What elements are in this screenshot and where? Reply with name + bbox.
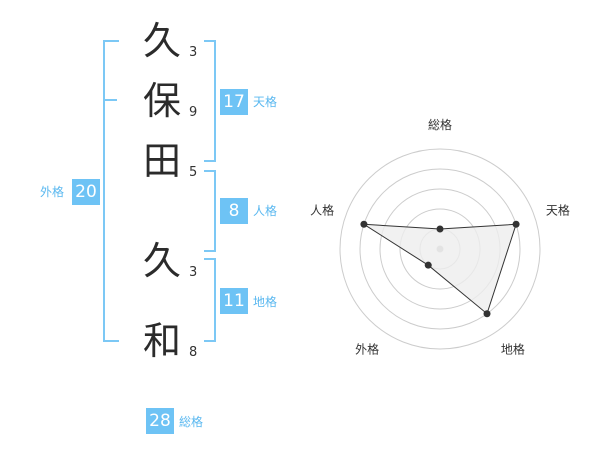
radar-axis-label-3: 外格 bbox=[355, 341, 379, 356]
name-char-3: 田 bbox=[143, 139, 182, 183]
radar-grid-ring bbox=[359, 168, 521, 330]
chikaku-label: 地格 bbox=[253, 295, 278, 309]
tenkaku-bracket bbox=[204, 40, 216, 162]
chikaku-bracket bbox=[204, 258, 216, 342]
gaikaku-bracket-tick bbox=[105, 99, 117, 101]
jinkaku-bracket bbox=[204, 170, 216, 252]
soukaku-value: 28 bbox=[146, 408, 174, 434]
name-char-1: 久 bbox=[143, 19, 182, 63]
name-char-2: 保 bbox=[143, 79, 182, 123]
radar-point-2 bbox=[483, 310, 491, 318]
name-char-5: 和 bbox=[143, 319, 182, 363]
jinkaku-value: 8 bbox=[220, 198, 248, 224]
tenkaku-value: 17 bbox=[220, 89, 248, 115]
radar-point-3 bbox=[424, 261, 432, 269]
radar-grid-ring bbox=[339, 148, 541, 350]
soukaku-label: 総格 bbox=[179, 415, 204, 429]
tenkaku-label: 天格 bbox=[253, 95, 278, 109]
radar-axis-label-1: 天格 bbox=[546, 203, 570, 218]
stroke-count-1: 3 bbox=[189, 45, 198, 60]
chikaku-value: 11 bbox=[220, 288, 248, 314]
radar-axis-label-0: 総格 bbox=[428, 117, 452, 132]
name-char-4: 久 bbox=[143, 239, 182, 283]
gaikaku-label: 外格 bbox=[40, 185, 65, 199]
gaikaku-value: 20 bbox=[72, 179, 100, 205]
jinkaku-label: 人格 bbox=[253, 204, 278, 218]
stroke-count-4: 3 bbox=[189, 265, 198, 280]
radar-data-points bbox=[360, 220, 520, 318]
radar-point-1 bbox=[512, 220, 520, 228]
radar-axis-label-2: 地格 bbox=[501, 341, 525, 356]
radar-point-0 bbox=[436, 225, 444, 233]
stroke-count-3: 5 bbox=[189, 165, 198, 180]
radar-grid bbox=[339, 148, 541, 350]
gaikaku-bracket bbox=[103, 40, 119, 342]
stroke-count-2: 9 bbox=[189, 105, 198, 120]
stroke-count-5: 8 bbox=[189, 345, 198, 360]
radar-axis-label-4: 人格 bbox=[310, 203, 334, 218]
radar-point-4 bbox=[360, 220, 368, 228]
radar-data-area bbox=[363, 223, 517, 315]
